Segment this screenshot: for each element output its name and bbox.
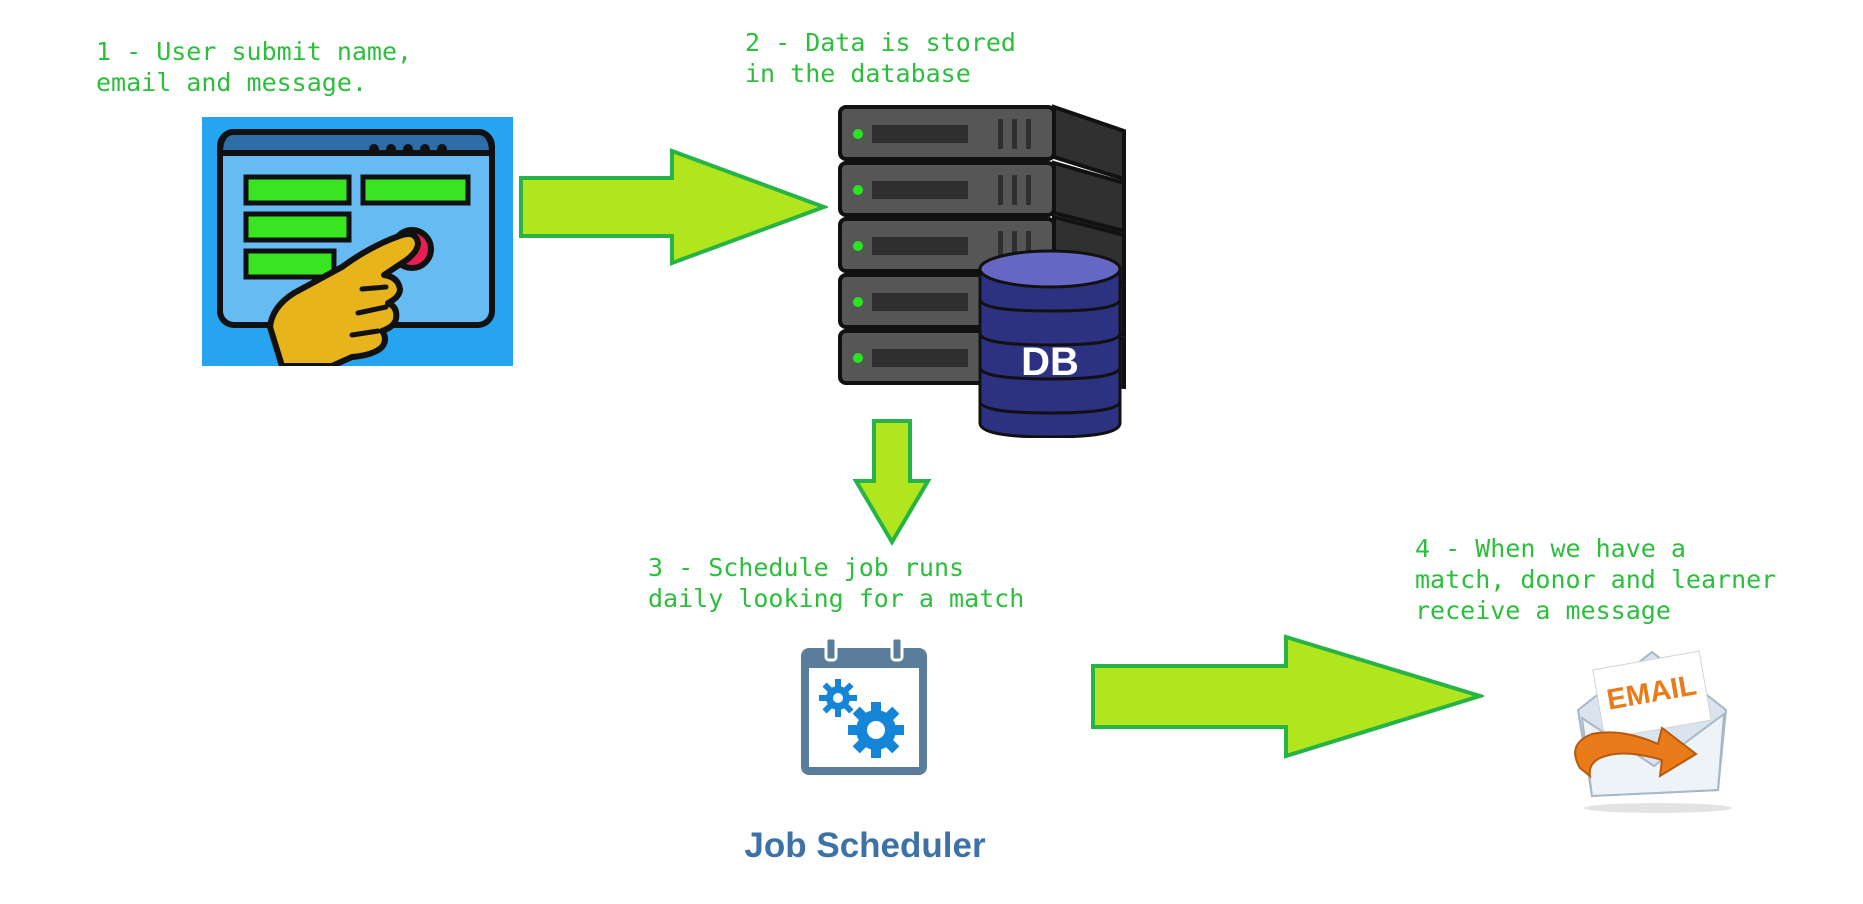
server-database-icon: DB xyxy=(838,104,1126,438)
calendar-gears-icon xyxy=(801,638,927,775)
db-label: DB xyxy=(1021,340,1079,384)
email-envelope-icon: EMAIL xyxy=(1574,650,1732,813)
flow-arrow-down-icon xyxy=(852,419,932,546)
step-4-text: 4 - When we have a match, donor and lear… xyxy=(1415,534,1777,625)
job-scheduler-label: Job Scheduler xyxy=(744,826,986,865)
step-1-text: 1 - User submit name, email and message. xyxy=(96,37,413,97)
flow-arrow-right-icon xyxy=(519,148,828,266)
flow-arrow-right-icon xyxy=(1091,634,1484,759)
step-3-text: 3 - Schedule job runs daily looking for … xyxy=(648,553,1025,613)
web-form-click-icon xyxy=(202,117,513,366)
step-2-text: 2 - Data is stored in the database xyxy=(745,28,1016,88)
